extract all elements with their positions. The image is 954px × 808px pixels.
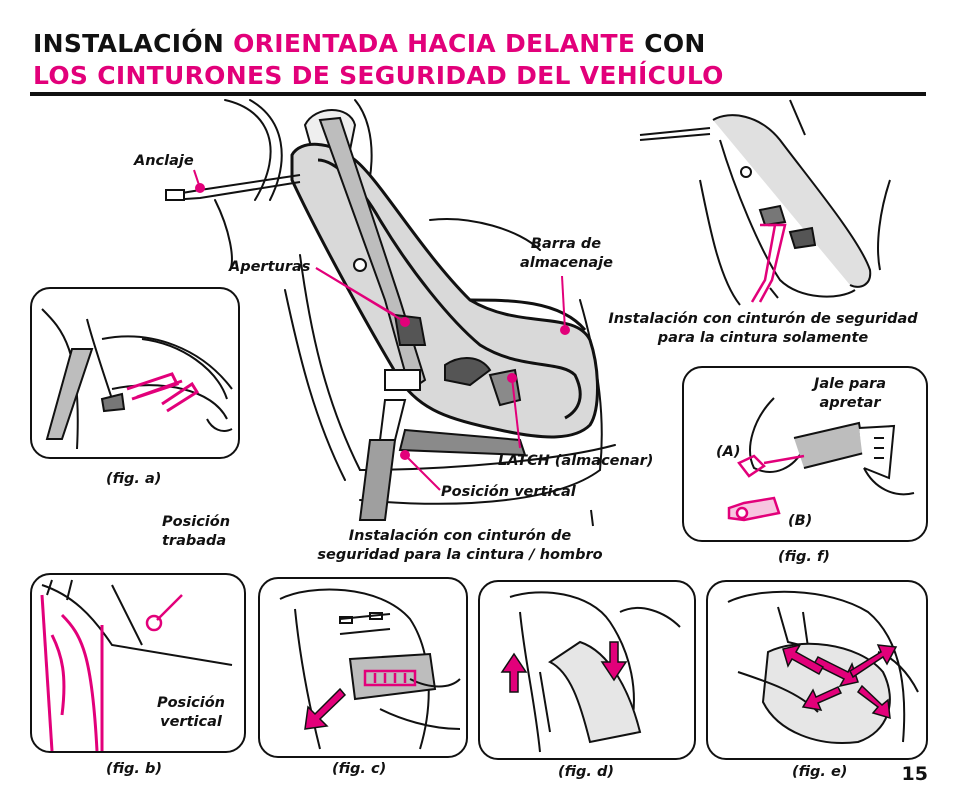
label-posicion-vertical: Posición vertical xyxy=(441,484,576,500)
page-number: 15 xyxy=(901,763,928,785)
label-install-shoulder-line-2: seguridad para la cintura / hombro xyxy=(317,547,603,563)
caption-fig-e: (fig. e) xyxy=(792,764,848,780)
figure-a-panel xyxy=(30,287,240,459)
figure-c-panel xyxy=(258,577,468,758)
title-part-3: CON xyxy=(635,29,706,58)
caption-fig-b: (fig. b) xyxy=(106,761,162,777)
label-barra-de-almacenaje: Barra de almacenaje xyxy=(520,235,613,273)
title-line-2: LOS CINTURONES DE SEGURIDAD DEL VEHÍCULO xyxy=(33,61,724,90)
page-title: INSTALACIÓN ORIENTADA HACIA DELANTE CON … xyxy=(33,28,724,92)
figure-d-panel xyxy=(478,580,696,760)
label-install-shoulder: Instalación con cinturón de seguridad pa… xyxy=(300,527,620,565)
label-posicion-trabada: Posición trabada xyxy=(162,513,230,551)
caption-fig-c: (fig. c) xyxy=(332,761,387,777)
caption-fig-f: (fig. f) xyxy=(778,549,830,565)
label-install-lap-line-2: para la cintura solamente xyxy=(657,330,869,346)
figure-e-illustration xyxy=(727,590,919,744)
figure-e-panel xyxy=(706,580,928,760)
figure-d-illustration xyxy=(500,591,681,753)
label-install-shoulder-line-1: Instalación con cinturón de xyxy=(348,528,572,544)
title-line-1: INSTALACIÓN ORIENTADA HACIA DELANTE CON xyxy=(33,28,724,60)
figure-f-illustration xyxy=(727,397,915,522)
label-barra-line-1: Barra de xyxy=(530,236,602,252)
label-barra-line-2: almacenaje xyxy=(520,255,613,271)
figure-c-illustration xyxy=(279,588,461,750)
label-install-lap-line-1: Instalación con cinturón de seguridad xyxy=(608,311,918,327)
label-posicion-vertical-b: Posición vertical xyxy=(150,694,232,732)
caption-fig-d: (fig. d) xyxy=(558,764,614,780)
label-install-lap: Instalación con cinturón de seguridad pa… xyxy=(600,310,926,348)
label-latch: LATCH (almacenar) xyxy=(498,453,654,469)
figure-f-panel xyxy=(682,366,928,542)
label-trabada-line-1: Posición xyxy=(162,514,231,530)
label-b: (B) xyxy=(788,513,813,529)
label-jale-line-1: Jale para xyxy=(813,376,887,392)
title-part-2: ORIENTADA HACIA DELANTE xyxy=(233,29,636,58)
title-part-1: INSTALACIÓN xyxy=(33,29,234,58)
label-jale-para-apretar: Jale para apretar xyxy=(800,375,900,413)
label-trabada-line-2: trabada xyxy=(162,533,227,549)
label-vertical-b-line-2: vertical xyxy=(160,714,222,730)
figure-b-panel xyxy=(30,573,246,753)
label-a: (A) xyxy=(716,444,741,460)
figure-a-illustration xyxy=(41,308,233,450)
label-anclaje: Anclaje xyxy=(134,153,194,169)
title-divider xyxy=(30,92,926,96)
label-jale-line-2: apretar xyxy=(819,395,881,411)
label-vertical-b-line-1: Posición xyxy=(156,695,226,711)
figure-b-illustration xyxy=(40,579,233,751)
label-aperturas: Aperturas xyxy=(229,259,311,275)
caption-fig-a: (fig. a) xyxy=(106,471,162,487)
